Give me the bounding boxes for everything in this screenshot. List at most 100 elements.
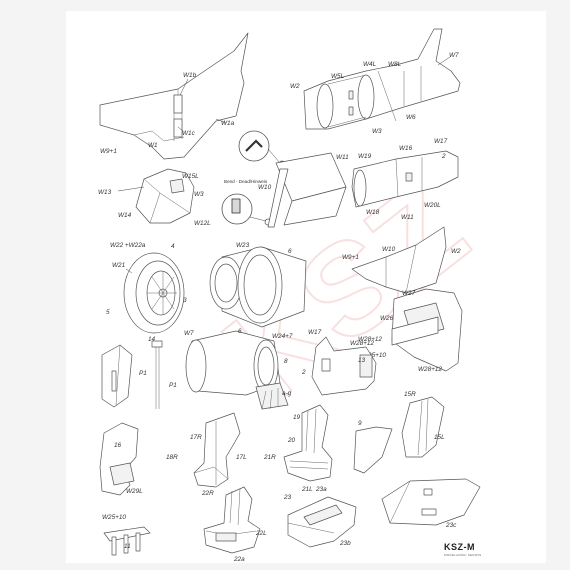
label-n17R: 17R [190, 434, 202, 441]
label-n22a: 22a [233, 556, 245, 563]
label-n13: 13 [358, 357, 366, 364]
part-intake-face: W22 +W22a 4 W21 3 5 [106, 242, 187, 334]
label-W17-right: W17 [434, 138, 448, 145]
label-W22-W22a: W22 +W22a [110, 242, 146, 249]
label-n8: 8 [284, 358, 288, 365]
label-n23b: 23b [339, 540, 351, 547]
part-23: 23 23a 23b [283, 486, 357, 548]
label-n15L: 15L [434, 434, 445, 441]
brand-name: KSZ-M [444, 542, 475, 552]
part-fuselage-tail: W5L W4L W8L W7 W2 W3 W6 [290, 28, 461, 135]
label-W10-mid: W10 [258, 184, 272, 191]
part-15: 15R 15L [401, 391, 445, 458]
label-W28p12-b: W28+12 [418, 366, 442, 373]
label-n21R: 21R [263, 454, 276, 461]
label-W4L: W4L [363, 61, 377, 68]
label-W7-top: W7 [449, 52, 459, 59]
label-n2-seat: 2 [301, 369, 306, 376]
label-W23: W23 [236, 242, 250, 249]
part-wing-left: W1b W1a W1c W1 [99, 32, 249, 160]
label-W6: W6 [406, 114, 416, 121]
label-W2-r2: W2 [451, 248, 461, 255]
label-n23c: 23c [445, 522, 457, 529]
label-W26: W26 [380, 315, 394, 322]
label-n23: 23 [283, 494, 292, 501]
label-n3: 3 [183, 297, 187, 304]
label-n21L: 21L [301, 486, 313, 493]
label-W7-mid: W7 [184, 330, 194, 337]
assembly-diagram: KSZ W1b W1a W1c W1 [98, 28, 493, 563]
label-W20L: W20L [424, 202, 441, 209]
part-engine-shroud: W7 6 W24+7 8 a-g [184, 328, 293, 410]
brand-logo: KSZ-M MODELARSKI SERWIS [444, 542, 481, 557]
label-n22L: 22L [255, 530, 267, 537]
label-W19: W19 [358, 153, 372, 160]
label-W28p12-c: W28+12 [350, 340, 374, 347]
label-W15L: W15L [182, 173, 199, 180]
label-W17-seat: W17 [308, 329, 322, 336]
label-n16: 16 [114, 442, 122, 449]
label-W1c: W1c [182, 130, 196, 137]
label-W12L: W12L [194, 220, 211, 227]
label-n5: 5 [106, 309, 110, 316]
label-W9p1-left: W9+1 [100, 148, 117, 155]
part-engine-nozzle: W23 6 [209, 242, 307, 328]
label-n19: 19 [293, 414, 301, 421]
part-17: 17R 18R 17L [166, 412, 247, 488]
label-n14: 14 [148, 336, 156, 343]
label-n23a: 23a [315, 486, 327, 493]
label-W10-r2: W10 [382, 246, 396, 253]
part-intake-section: W9+1 W13 W15L W3 W14 W12L [98, 148, 211, 227]
part-seat-22: 22R 22L 22a [201, 486, 267, 563]
label-W18: W18 [366, 209, 380, 216]
label-P1-a: P1 [139, 370, 147, 377]
label-W2-top: W2 [290, 83, 300, 90]
callout-note: Bend - Dead/Hinweis [224, 179, 268, 184]
label-W3: W3 [372, 128, 382, 135]
label-n11: 11 [124, 543, 131, 550]
hinge-callout: Bend - Dead/Hinweis W11 W10 [221, 130, 349, 228]
label-n17L: 17L [236, 454, 247, 461]
part-pylon: 14 P1 P1 [101, 336, 177, 409]
label-n4: 4 [171, 243, 175, 250]
label-W28p12-a: W28+12 [358, 336, 382, 343]
label-W1b: W1b [183, 72, 197, 79]
label-W25p10-a: W25+10 [362, 352, 386, 359]
label-W24p7: W24+7 [272, 333, 293, 340]
label-n15R: 15R [404, 391, 416, 398]
paper-page: KSZ W1b W1a W1c W1 [66, 11, 546, 563]
part-tail-fin: W11 W10 W2 W9+1 [342, 214, 461, 294]
label-W11-mid: W11 [336, 154, 349, 161]
label-W25p10-b: W25+10 [102, 514, 126, 521]
label-W1: W1 [148, 142, 158, 149]
part-9: 9 [353, 420, 393, 474]
label-W1a: W1a [221, 120, 235, 127]
label-W21: W21 [112, 262, 126, 269]
part-rear-fuselage: W17 W19 W16 2 W18 W20L [351, 138, 459, 216]
label-W16: W16 [399, 145, 413, 152]
part-cockpit-tub: W27 W26 W28+12 W25+10 W28+12 [358, 288, 463, 373]
label-W3-left: W3 [194, 191, 204, 198]
brand-subtitle: MODELARSKI SERWIS [444, 553, 481, 557]
label-P1-b: P1 [169, 382, 177, 389]
label-W5L: W5L [331, 73, 345, 80]
label-W13: W13 [98, 189, 112, 196]
part-11: W25+10 11 [102, 514, 151, 556]
label-W29L: W29L [126, 488, 143, 495]
label-W27: W27 [402, 290, 416, 297]
label-n6-eng: 6 [238, 328, 242, 335]
label-W11-r2: W11 [401, 214, 414, 221]
part-seat-19-21: 19 20 21R 21L [263, 404, 333, 493]
part-23c: 23c [381, 478, 481, 529]
label-n6-mid: 6 [288, 248, 292, 255]
label-n18R: 18R [166, 454, 178, 461]
label-n9: 9 [358, 420, 362, 427]
label-n20: 20 [287, 437, 296, 444]
part-16: 16 W29L [99, 422, 143, 496]
label-W14: W14 [118, 212, 132, 219]
label-a-g: a-g [282, 390, 292, 397]
label-n22R: 22R [201, 490, 214, 497]
label-W9p1-r2: W9+1 [342, 254, 359, 261]
part-seat-bulkhead: W17 W28+12 13 2 [301, 329, 377, 396]
